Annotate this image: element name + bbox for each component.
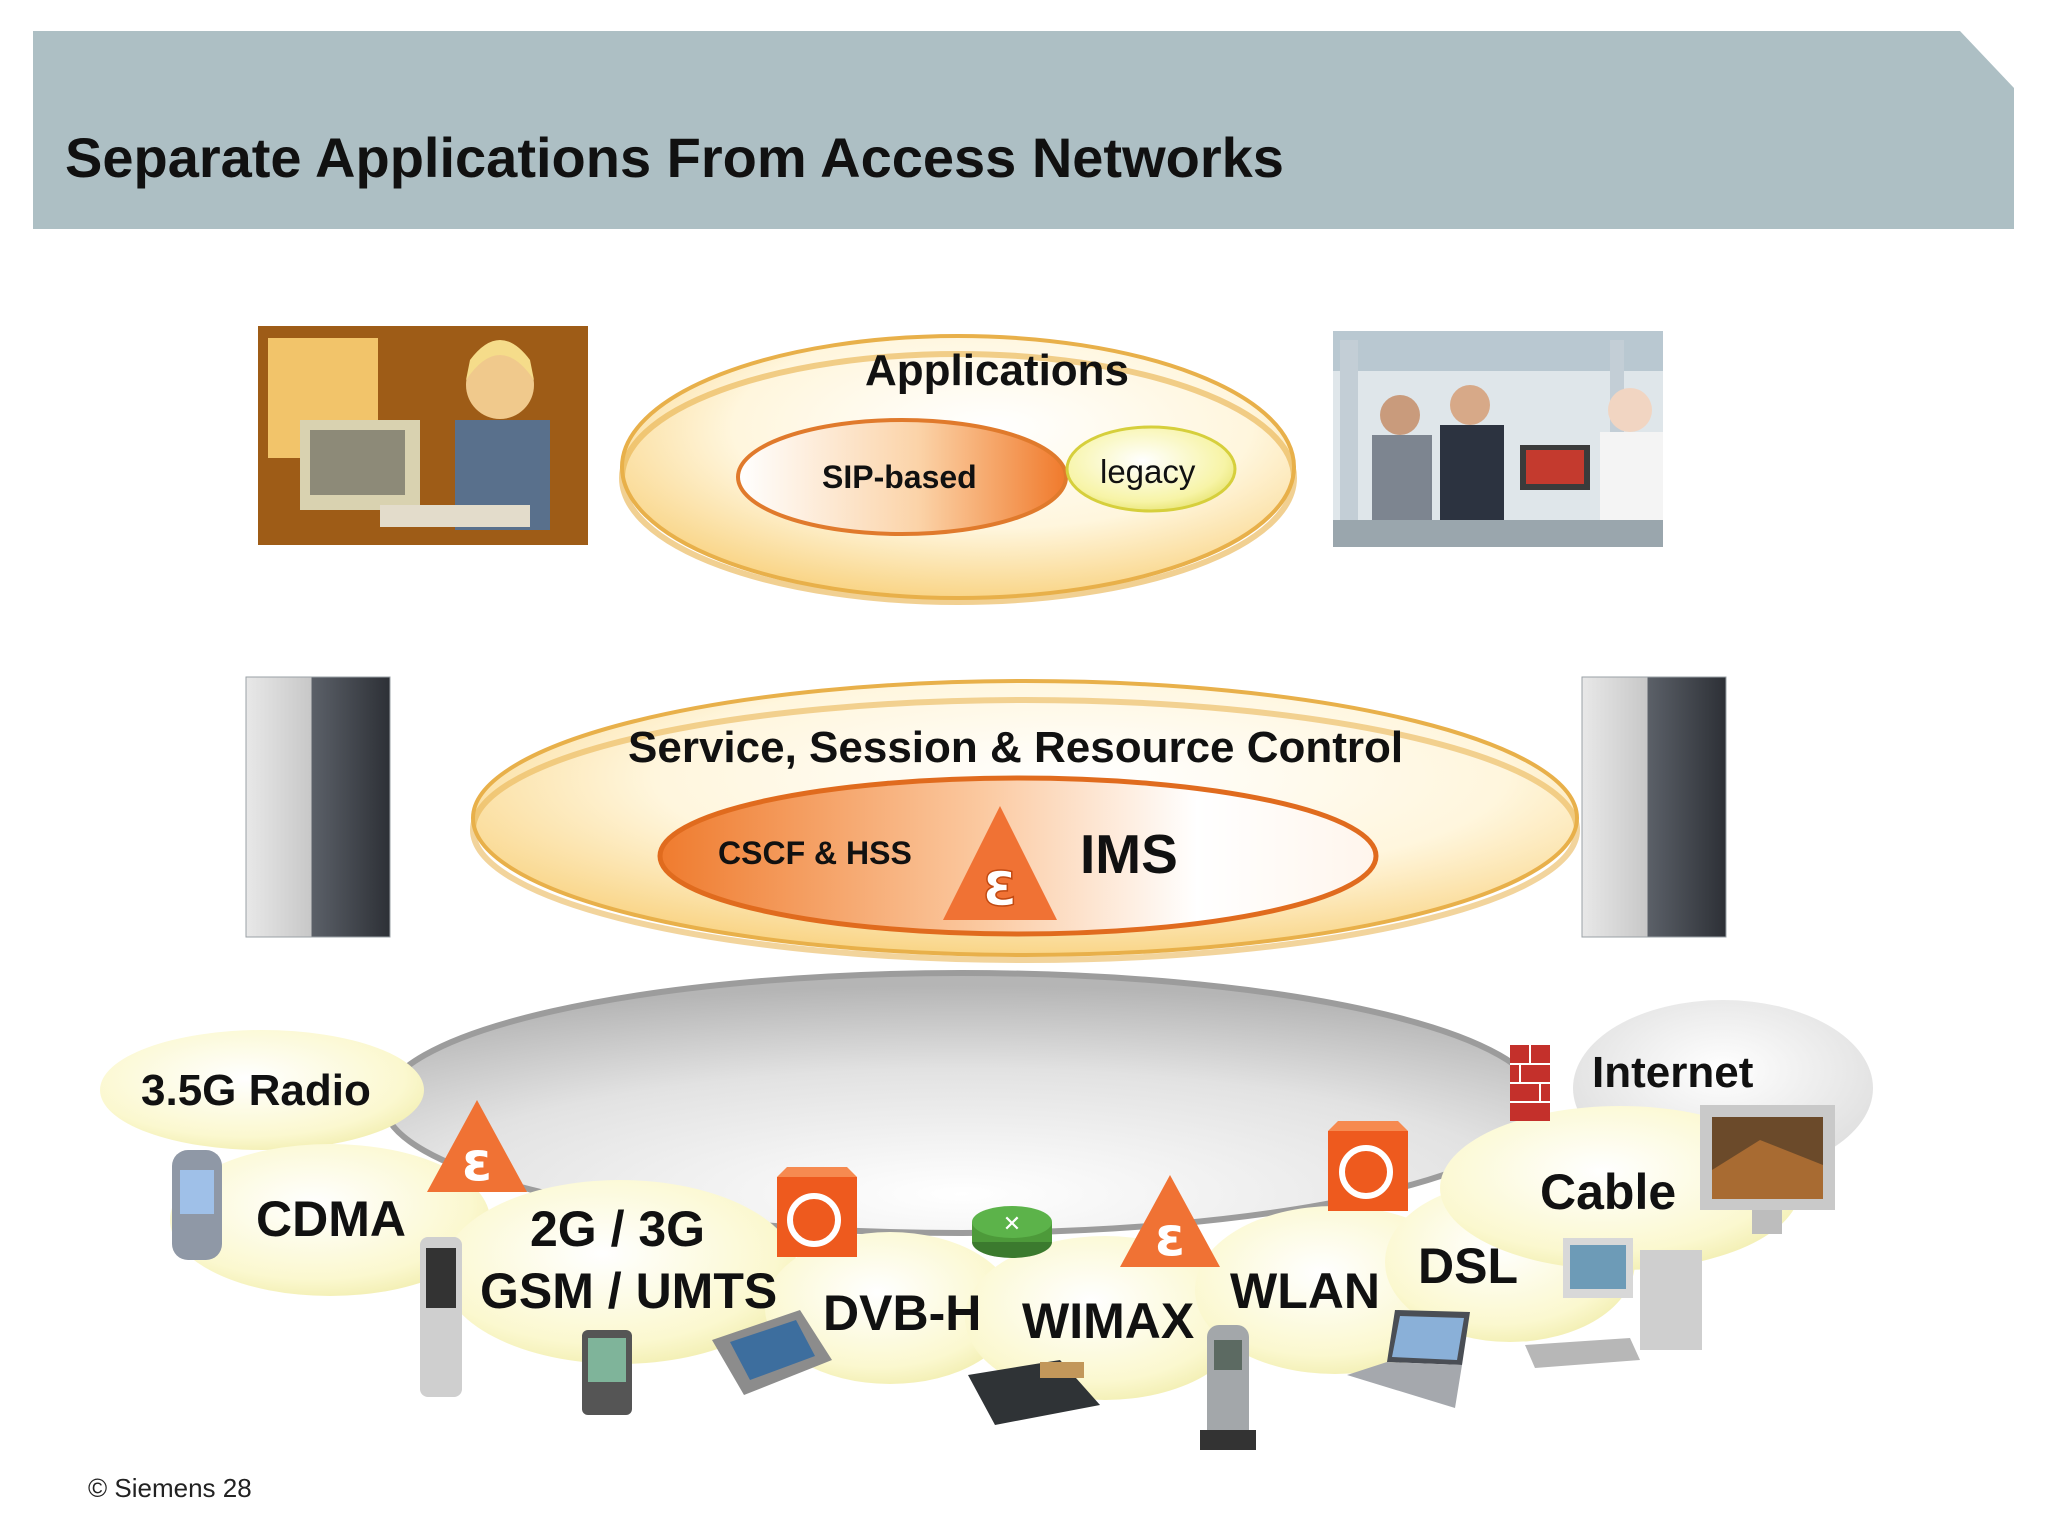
- svg-text:ε: ε: [983, 847, 1018, 920]
- ims-label: IMS: [1080, 823, 1178, 885]
- dvbh-ellipse: [765, 1232, 1015, 1384]
- gsm-ellipse: [442, 1180, 798, 1364]
- server-rack-left: [245, 676, 391, 938]
- flip-phone-icon: [420, 1237, 462, 1397]
- laptop-icon: [1347, 1310, 1470, 1408]
- firewall-icon: [1510, 1045, 1550, 1121]
- desk-phone-icon: [968, 1360, 1100, 1425]
- wimax-ellipse: [965, 1236, 1245, 1400]
- cordless-phone-icon: [1200, 1325, 1256, 1450]
- ims-triangle-icon: ε: [943, 806, 1057, 921]
- dsl-label: DSL: [1418, 1238, 1518, 1294]
- legacy-ellipse: [1065, 425, 1237, 513]
- cdma-phone-icon: [172, 1150, 222, 1260]
- media-gateway-icon-2: [1328, 1121, 1408, 1211]
- svg-text:✕: ✕: [1003, 1212, 1021, 1237]
- wimax-label: WIMAX: [1022, 1293, 1195, 1349]
- cscf-hss-label: CSCF & HSS: [718, 835, 912, 871]
- media-player-icon: [712, 1310, 832, 1395]
- router-icon: ✕: [972, 1206, 1052, 1258]
- business-meeting-photo: [1333, 331, 1663, 547]
- cable-label: Cable: [1540, 1164, 1677, 1220]
- cdma-ellipse: [170, 1144, 490, 1296]
- header-band: [33, 31, 2014, 229]
- gsm-label-line2: GSM / UMTS: [480, 1263, 778, 1319]
- sip-based-ellipse: [736, 418, 1068, 536]
- cdma-label: CDMA: [256, 1191, 406, 1247]
- svg-text:ε: ε: [462, 1130, 492, 1193]
- pda-icon: [582, 1330, 632, 1415]
- svg-text:ε: ε: [1155, 1205, 1185, 1268]
- gsm-label-line1: 2G / 3G: [530, 1201, 706, 1257]
- dvbh-label: DVB-H: [823, 1285, 982, 1341]
- home-user-photo: [258, 326, 588, 545]
- wlan-label: WLAN: [1230, 1263, 1380, 1319]
- server-rack-right: [1581, 676, 1727, 938]
- radio-ellipse: [100, 1030, 424, 1150]
- gateway-triangle-icon-2: ε: [1120, 1175, 1220, 1268]
- desktop-pc-icon: [1525, 1238, 1702, 1368]
- footer-copyright: © Siemens 28: [88, 1473, 252, 1503]
- tv-monitor-icon: [1700, 1105, 1835, 1234]
- sip-based-label: SIP-based: [822, 459, 977, 495]
- page-title: Separate Applications From Access Networ…: [65, 126, 1284, 189]
- control-label: Service, Session & Resource Control: [628, 723, 1404, 772]
- legacy-label: legacy: [1100, 453, 1196, 490]
- applications-label: Applications: [865, 346, 1130, 395]
- internet-label: Internet: [1592, 1048, 1754, 1097]
- radio-label: 3.5G Radio: [141, 1066, 371, 1115]
- media-gateway-icon-1: [777, 1167, 857, 1257]
- gateway-triangle-icon-1: ε: [427, 1100, 527, 1193]
